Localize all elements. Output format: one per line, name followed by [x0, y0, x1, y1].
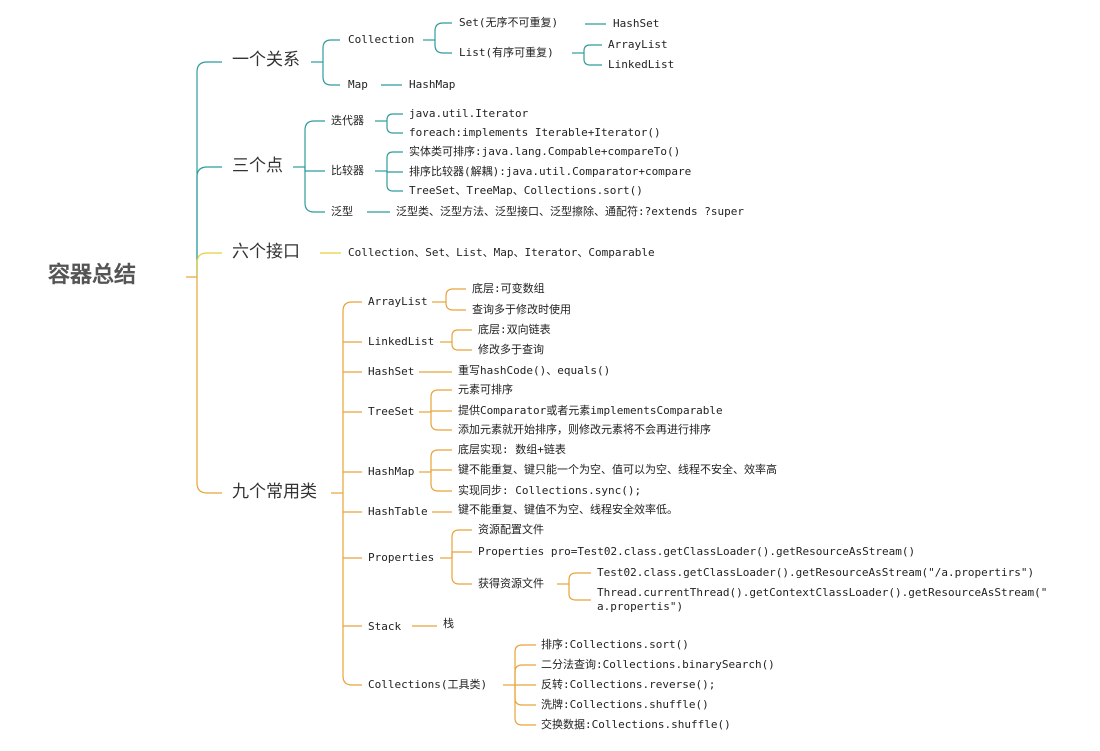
- class-collections: Collections(工具类): [368, 678, 488, 691]
- class-properties-1: 资源配置文件: [478, 523, 544, 536]
- class-properties-3a: Test02.class.getClassLoader().getResourc…: [597, 566, 1035, 579]
- class-hashmap-2: 键不能重复、键只能一个为空、值可以为空、线程不安全、效率高: [458, 463, 777, 476]
- class-hashmap: HashMap: [368, 465, 415, 478]
- class-arraylist-2: 查询多于修改时使用: [472, 303, 571, 316]
- class-collections-4: 洗牌:Collections.shuffle(): [541, 698, 709, 711]
- class-treeset-2: 提供Comparator或者元素implementsComparable: [458, 404, 723, 417]
- node-arraylist: ArrayList: [608, 38, 668, 51]
- node-iterator: 迭代器: [331, 114, 364, 127]
- class-hashset: HashSet: [368, 365, 415, 378]
- class-collections-3: 反转:Collections.reverse();: [541, 678, 716, 691]
- node-collection: Collection: [348, 33, 415, 46]
- class-properties-3: 获得资源文件: [478, 577, 544, 590]
- node-iterator-2: foreach:implements Iterable+Iterator(): [409, 126, 661, 139]
- node-generic: 泛型: [331, 205, 353, 218]
- node-interfaces: Collection、Set、List、Map、Iterator、Compara…: [348, 246, 655, 259]
- node-hashmap: HashMap: [409, 78, 456, 91]
- class-treeset: TreeSet: [368, 405, 415, 418]
- class-arraylist-1: 底层:可变数组: [472, 282, 545, 295]
- class-properties: Properties: [368, 551, 435, 564]
- class-linkedlist-2: 修改多于查询: [478, 343, 544, 356]
- node-iterator-1: java.util.Iterator: [409, 107, 529, 120]
- category-interfaces: 六个接口: [232, 242, 300, 262]
- class-treeset-3: 添加元素就开始排序，则修改元素将不会再进行排序: [458, 423, 711, 436]
- class-hashtable-1: 键不能重复、键值不为空、线程安全效率低。: [458, 503, 678, 516]
- class-properties-3b-line1: Thread.currentThread().getContextClassLo…: [597, 586, 1048, 599]
- node-comparator-1: 实体类可排序:java.lang.Compable+compareTo(): [409, 145, 681, 158]
- class-linkedlist-1: 底层:双向链表: [478, 323, 551, 336]
- class-hashset-1: 重写hashCode()、equals(): [458, 364, 611, 377]
- class-collections-1: 排序:Collections.sort(): [541, 638, 689, 651]
- class-properties-2: Properties pro=Test02.class.getClassLoad…: [478, 545, 916, 558]
- node-comparator-2: 排序比较器(解耦):java.util.Comparator+compare: [409, 165, 692, 178]
- class-stack: Stack: [368, 620, 402, 633]
- class-hashmap-3: 实现同步: Collections.sync();: [458, 484, 642, 497]
- class-stack-1: 栈: [443, 617, 454, 630]
- class-collections-2: 二分法查询:Collections.binarySearch(): [541, 658, 775, 671]
- node-map: Map: [348, 78, 368, 91]
- category-classes: 九个常用类: [232, 482, 317, 502]
- class-hashmap-1: 底层实现: 数组+链表: [458, 443, 566, 456]
- node-hashset: HashSet: [613, 17, 660, 30]
- class-collections-5: 交换数据:Collections.shuffle(): [541, 718, 731, 731]
- class-hashtable: HashTable: [368, 505, 428, 518]
- node-linkedlist: LinkedList: [608, 58, 675, 71]
- class-arraylist: ArrayList: [368, 295, 428, 308]
- root-title: 容器总结: [48, 263, 137, 288]
- class-properties-3b-line2: a.propertis"): [597, 600, 684, 613]
- node-generic-1: 泛型类、泛型方法、泛型接口、泛型擦除、通配符:?extends ?super: [396, 205, 744, 218]
- category-points: 三个点: [232, 156, 283, 176]
- node-set: Set(无序不可重复): [459, 16, 559, 29]
- node-list: List(有序可重复): [459, 46, 554, 59]
- category-relations: 一个关系: [232, 50, 300, 70]
- class-treeset-1: 元素可排序: [458, 383, 513, 396]
- class-linkedlist: LinkedList: [368, 335, 435, 348]
- node-comparator: 比较器: [331, 164, 364, 177]
- node-comparator-3: TreeSet、TreeMap、Collections.sort(): [409, 184, 643, 197]
